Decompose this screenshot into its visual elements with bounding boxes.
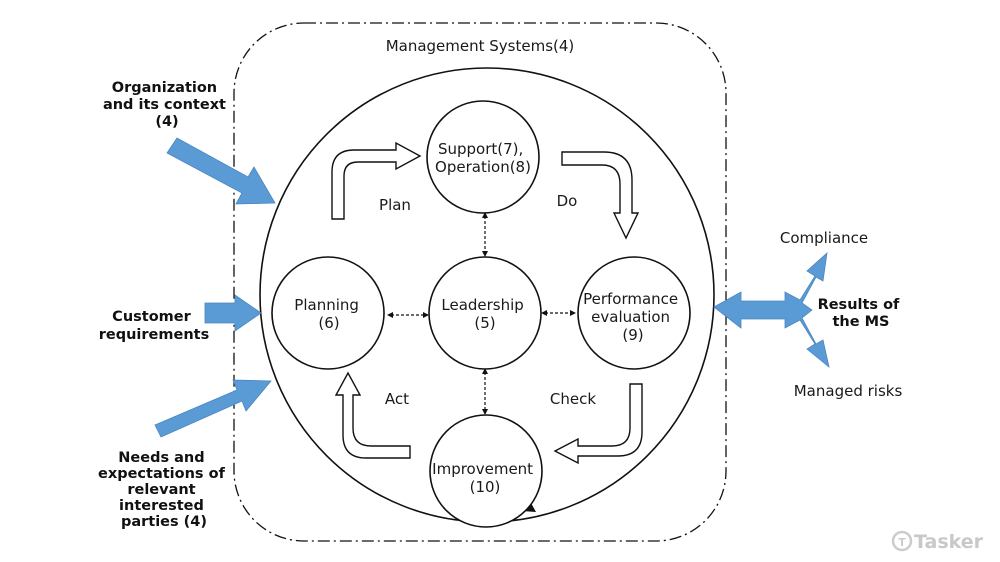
needs-input-arrow-icon: [154, 379, 272, 438]
node-performance-evaluation: [577, 256, 691, 370]
svg-text:T: T: [898, 536, 906, 549]
managed-risks-label: Managed risks: [794, 382, 903, 400]
plan-label: Plan: [379, 196, 411, 214]
node-improvement: [429, 414, 543, 528]
node-leadership: [428, 256, 542, 370]
node-improvement-label: Improvement (10): [432, 460, 538, 496]
organization-context-label: Organization and its context (4): [103, 80, 231, 130]
act-arrow-icon: [334, 371, 411, 459]
node-support-operation: [426, 100, 540, 214]
customer-requirements-label: Customer requirements: [99, 309, 209, 343]
act-label: Act: [385, 390, 409, 408]
results-of-ms-label: Results of the MS: [818, 297, 905, 330]
check-label: Check: [550, 390, 596, 408]
node-planning: [271, 256, 385, 370]
connector-arrowheads: [387, 212, 576, 415]
results-output-arrow-icon: [713, 251, 830, 369]
customer-input-arrow-icon: [204, 294, 262, 332]
node-leadership-label: Leadership (5): [441, 296, 528, 332]
leadership-connectors: [391, 216, 572, 412]
watermark-text: Tasker: [914, 531, 984, 553]
tasker-logo-icon: [891, 530, 913, 552]
tasker-watermark: T Tasker: [891, 530, 984, 553]
node-performance-label: Performance evaluation (9): [583, 290, 683, 344]
compliance-label: Compliance: [780, 229, 868, 247]
organization-input-arrow-icon: [166, 137, 276, 205]
node-planning-label: Planning (6): [294, 296, 363, 332]
check-arrow-icon: [553, 383, 643, 465]
do-arrow-icon: [561, 151, 640, 240]
interested-parties-label: Needs and expectations of relevant inter…: [98, 450, 230, 530]
management-systems-boundary: [233, 22, 727, 542]
plan-arrow-icon: [331, 141, 422, 220]
node-support-label: Support(7), Operation(8): [435, 140, 531, 176]
management-systems-title: Management Systems(4): [386, 37, 575, 55]
do-label: Do: [557, 192, 578, 210]
